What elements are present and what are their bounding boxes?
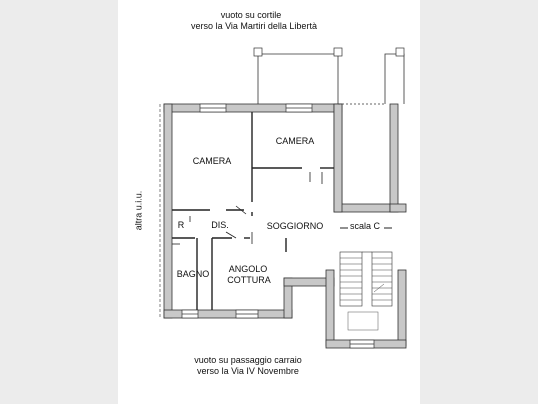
- room-bagno: BAGNO: [176, 269, 210, 279]
- wall-top: [163, 103, 343, 113]
- room-cucina-line1: ANGOLO: [228, 264, 268, 274]
- room-camera-right: CAMERA: [275, 136, 315, 146]
- wall-stair-left: [325, 269, 335, 347]
- note-bottom-line1: vuoto su passaggio carraio: [194, 355, 302, 365]
- note-top-line1: vuoto su cortile: [220, 10, 282, 20]
- room-camera-left: CAMERA: [192, 156, 232, 166]
- wall-stair-top-right: [389, 203, 407, 213]
- wall-shaft-left: [333, 103, 343, 213]
- room-soggiorno: SOGGIORNO: [266, 221, 324, 231]
- note-side: altra u.i.u.: [133, 190, 144, 231]
- wall-stair-top: [333, 203, 399, 213]
- wall-left: [163, 103, 173, 319]
- note-bottom-line2: verso la Via IV Novembre: [197, 366, 299, 376]
- room-disimpegno: DIS.: [211, 220, 229, 230]
- wall-stair-right: [397, 269, 407, 347]
- wall-shaft-right: [389, 103, 399, 213]
- room-scala: scala C: [349, 221, 381, 231]
- room-cucina-line2: COTTURA: [227, 275, 271, 285]
- note-top-line2: verso la Via Martiri della Libertà: [191, 21, 317, 31]
- room-ripostiglio: R: [177, 220, 185, 230]
